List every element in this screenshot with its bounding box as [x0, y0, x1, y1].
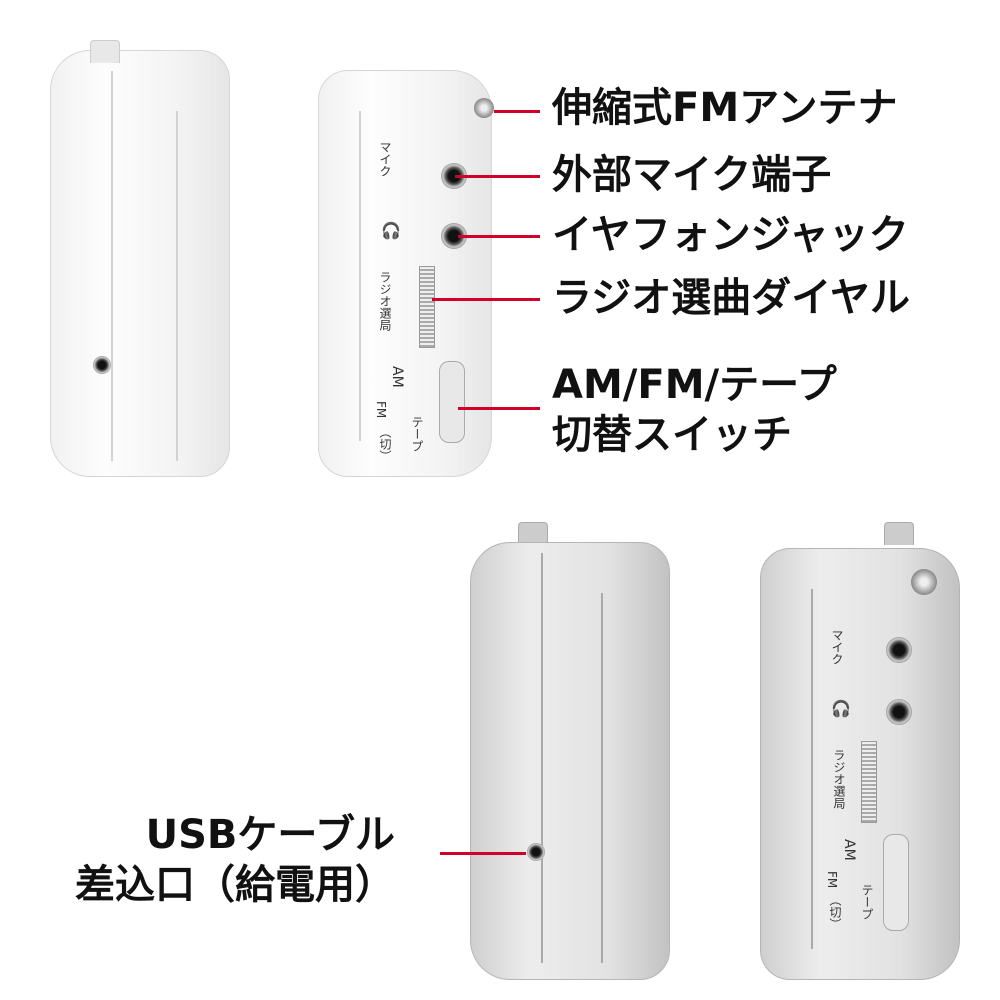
tuning-dial[interactable]	[419, 266, 435, 348]
headphone-icon: 🎧	[381, 221, 401, 240]
mode-switch-silver[interactable]	[883, 834, 909, 931]
earphone-jack-silver	[886, 699, 912, 725]
antenna-tip	[474, 98, 494, 118]
callout-mic-jack: 外部マイク端子	[552, 152, 832, 198]
callout-switch-line2: 切替スイッチ	[552, 412, 792, 458]
callout-line-mic	[455, 175, 540, 178]
usb-port-silver	[527, 843, 545, 861]
callout-usb-line1: USBケーブル	[145, 812, 395, 858]
callout-line-earphone	[458, 235, 540, 238]
antenna-top-silver	[518, 522, 548, 545]
callout-line-dial	[432, 298, 540, 301]
fm-label-silver: FM	[825, 871, 839, 889]
antenna-top-silver-right	[884, 522, 914, 545]
mic-label: マイク	[378, 141, 392, 177]
am-label-silver: AM	[841, 839, 857, 861]
mic-label-silver: マイク	[830, 629, 844, 665]
off-label: （切）	[378, 426, 392, 462]
am-label: AM	[389, 366, 405, 388]
fm-label: FM	[374, 401, 388, 419]
callout-switch-line1: AM/FM/テープ	[552, 362, 837, 408]
radio-white-left-side	[50, 50, 230, 477]
callout-earphone-jack: イヤフォンジャック	[552, 212, 909, 258]
callout-line-switch	[458, 407, 540, 410]
tuning-label: ラジオ選局	[378, 271, 392, 331]
mic-jack-silver	[886, 637, 912, 663]
tuning-dial-silver[interactable]	[861, 741, 877, 823]
tuning-label-silver: ラジオ選局	[832, 749, 846, 809]
tape-label-silver: テープ	[860, 884, 874, 920]
radio-silver-right-side: マイク 🎧 ラジオ選局 AM FM テープ （切）	[760, 548, 960, 980]
tape-label: テープ	[410, 416, 424, 452]
callout-tuning-dial: ラジオ選曲ダイヤル	[552, 275, 910, 321]
callout-antenna: 伸縮式FMアンテナ	[552, 85, 898, 131]
headphone-icon-silver: 🎧	[831, 699, 851, 718]
off-label-silver: （切）	[828, 894, 842, 930]
mode-switch[interactable]	[439, 361, 465, 443]
callout-line-usb	[440, 852, 526, 855]
callout-usb-line2: 差込口（給電用）	[75, 862, 395, 908]
radio-silver-left-side	[470, 542, 670, 980]
usb-port	[93, 356, 111, 374]
antenna-tip-silver	[911, 569, 937, 595]
radio-white-right-side: マイク 🎧 ラジオ選局 AM FM テープ （切）	[318, 70, 492, 477]
callout-line-antenna	[494, 110, 540, 113]
antenna-top	[90, 40, 120, 63]
